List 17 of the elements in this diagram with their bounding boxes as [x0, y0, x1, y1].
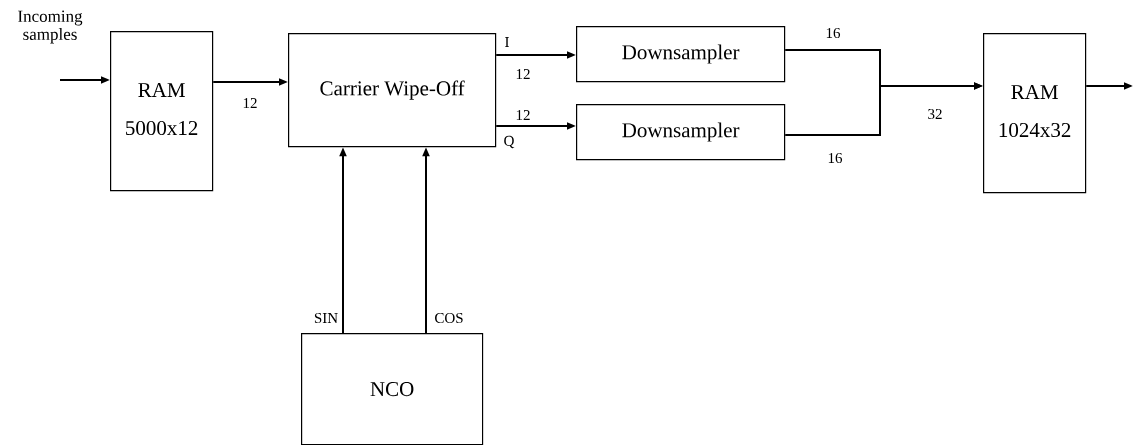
- edge-label: SIN: [314, 312, 338, 324]
- edge-label: 12: [516, 69, 530, 79]
- edge-label: 16: [826, 27, 841, 39]
- block-box: RAM 5000x12: [110, 31, 214, 192]
- edge-label: COS: [435, 312, 463, 324]
- block-box: Carrier Wipe-Off: [288, 33, 497, 148]
- block-box: Downsampler: [576, 104, 786, 161]
- block-box: RAM 1024x32: [983, 33, 1087, 194]
- edge-label: 12: [516, 110, 530, 120]
- edge-label: Incoming samples: [18, 10, 83, 44]
- edge-label: 12: [243, 98, 257, 108]
- block-box: NCO: [301, 333, 484, 445]
- bus-width-label: 32: [928, 108, 942, 120]
- port-label: I: [505, 37, 509, 47]
- port-label: Q: [504, 135, 515, 149]
- block-box: Downsampler: [576, 26, 786, 83]
- edge-label: 16: [828, 152, 843, 164]
